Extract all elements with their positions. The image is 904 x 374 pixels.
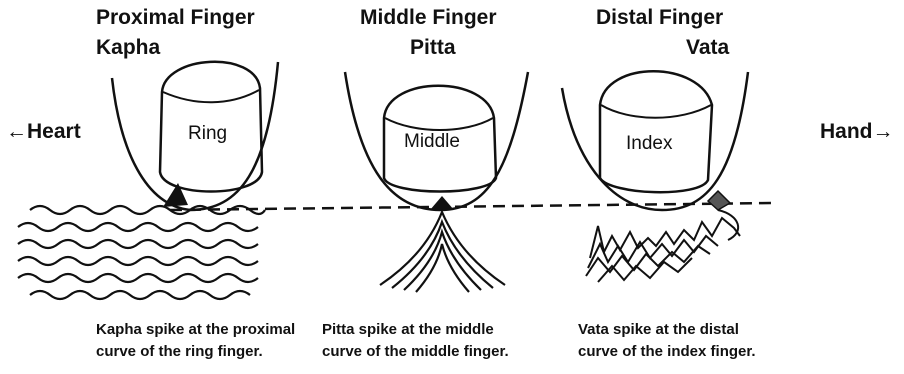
index-fingernail-cuticle [601,105,711,118]
pitta-caption-line2: curve of the middle finger. [322,342,509,362]
vata-spike-marker [708,191,730,210]
hand-direction-label: Hand→ [820,120,894,144]
heart-direction-label: ←Heart [6,120,81,144]
kapha-waves [18,206,265,299]
index-finger-label: Index [626,134,672,154]
pitta-waves [380,212,505,292]
ring-finger-label: Ring [188,124,227,144]
kapha-caption-line1: Kapha spike at the proximal [96,320,295,340]
kapha-caption-line2: curve of the ring finger. [96,342,263,362]
vata-label: Vata [686,36,729,60]
middle-finger-label: Middle [404,132,460,152]
pitta-label: Pitta [410,36,456,60]
pitta-caption-line1: Pitta spike at the middle [322,320,494,340]
distal-finger-title: Distal Finger [596,6,723,30]
vata-waves [586,210,740,282]
pitta-spike-marker [430,196,454,210]
index-fingernail [600,71,712,192]
kapha-label: Kapha [96,36,160,60]
middle-finger-title: Middle Finger [360,6,497,30]
vata-caption-line2: curve of the index finger. [578,342,756,362]
ring-fingernail-cuticle [163,90,259,102]
middle-fingernail-cuticle [385,118,493,130]
proximal-finger-title: Proximal Finger [96,6,255,30]
vata-caption-line1: Vata spike at the distal [578,320,739,340]
